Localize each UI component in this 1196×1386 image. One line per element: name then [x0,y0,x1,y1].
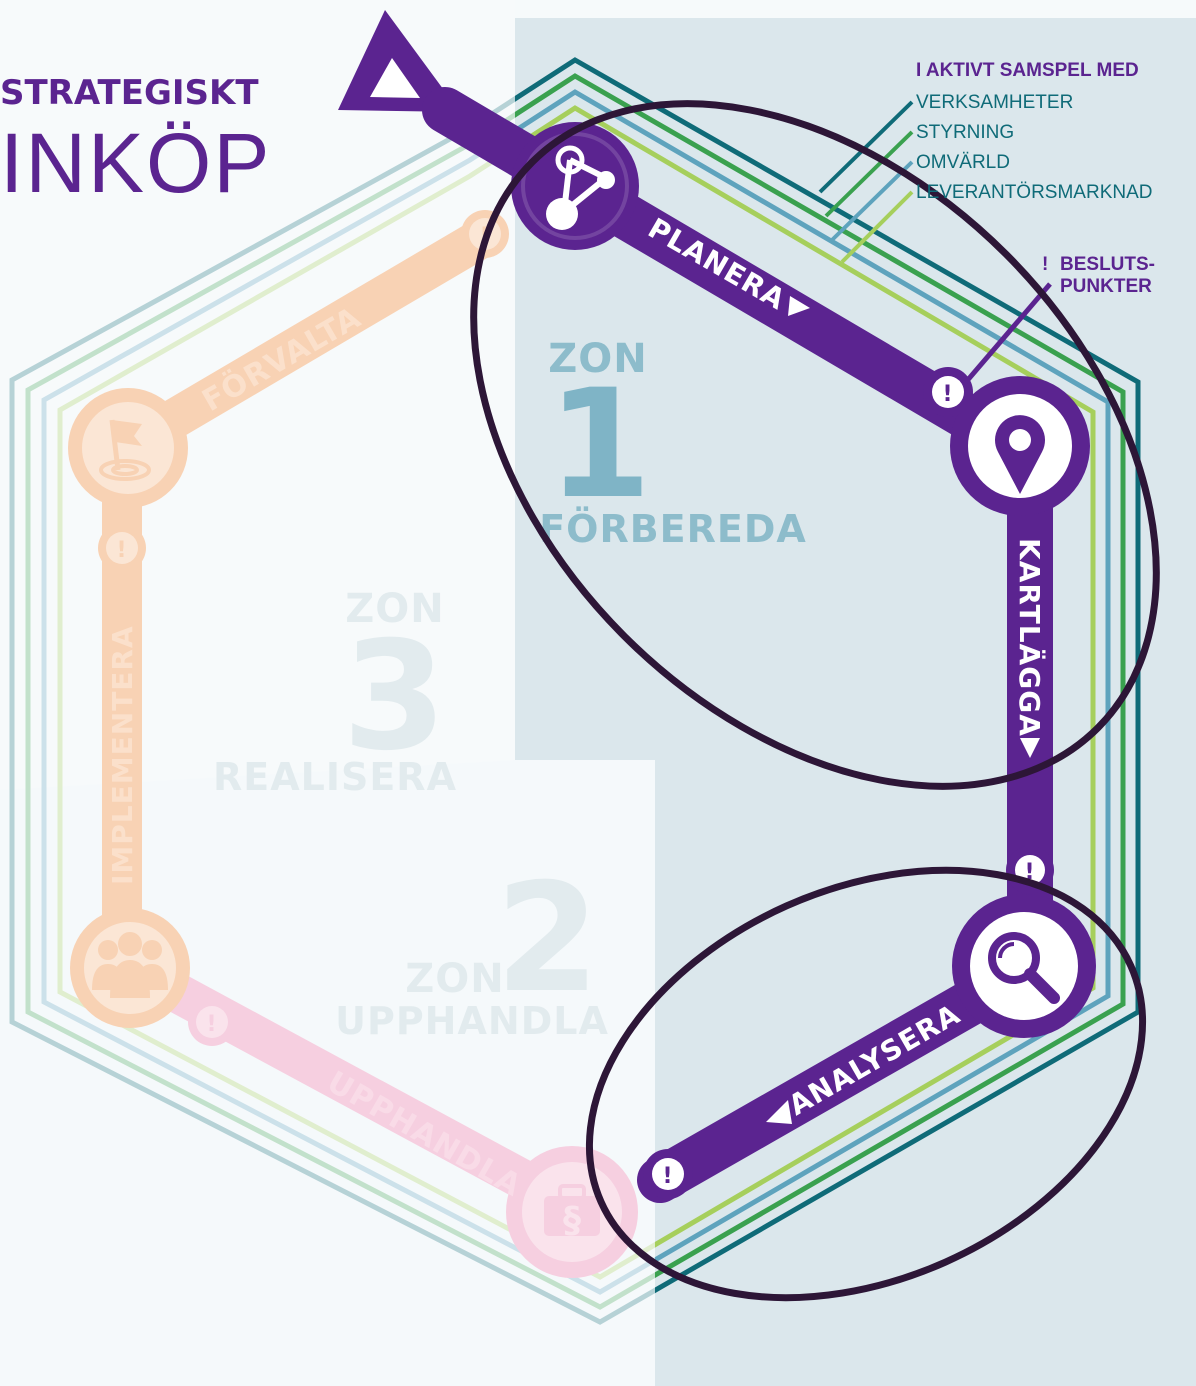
planera-node [511,122,639,250]
svg-text:!: ! [1024,860,1035,885]
lines-fade-overlay [0,0,655,1386]
flag-target-icon [99,419,151,481]
map-pin-icon [995,415,1045,494]
faded-nodes: § ! ! ! [68,210,638,1278]
magnifier-icon [988,932,1060,1004]
highlight-ellipse-analysera [585,866,1147,1302]
zone-2-number: 2 [495,852,600,1026]
zone-3-label: ZON [345,586,444,632]
highlight-ellipse-zone1 [470,100,1160,790]
svg-text:!: ! [662,1164,673,1189]
step-label-kartlagga: KARTLÄGGA [1013,538,1047,737]
people-icon [92,932,168,998]
legend-item-leverantorsmarknad: LEVERANTÖRSMARKNAD [916,182,1153,203]
legend-connectors [818,100,914,264]
zone-1-label: ZON [548,336,647,382]
step-label-implementera: IMPLEMENTERA [106,625,139,885]
step-arrow-icon [766,1100,792,1124]
step-arrow-icon [1020,738,1040,758]
legend-item-omvarld: OMVÄRLD [916,152,1010,173]
zone-3-name: REALISERA [213,755,457,799]
zone-1-name: FÖRBEREDA [539,507,807,551]
decision-point-legend-line1: BESLUTS- [1060,254,1155,275]
decision-point-legend-line2: PUNKTER [1060,276,1152,297]
title-line2: INKÖP [0,116,271,210]
decision-point: ! [923,367,973,417]
legend-item-verksamheter: VERKSAMHETER [916,92,1073,113]
svg-text:§: § [563,1200,581,1241]
zone-3-number: 3 [342,610,447,784]
decision-point-pointer [964,282,1052,384]
svg-text:!: ! [206,1012,217,1037]
legend-heading: I AKTIVT SAMSPEL MED [916,60,1139,81]
kartlagga-node [950,376,1090,516]
briefcase-paragraph-icon: § [544,1184,600,1241]
zone-2-label: ZON [405,956,504,1002]
analysera-node [952,894,1096,1038]
decision-point: ! [643,1149,693,1199]
svg-text:!: ! [942,382,953,407]
start-arrow-icon [338,10,460,112]
share-network-icon [546,145,615,230]
title-line1: STRATEGISKT [0,73,259,113]
step-arrow-icon [788,296,810,316]
decision-point-legend-mark: ! [1042,254,1048,275]
zone-1-number: 1 [547,358,652,532]
svg-text:!: ! [116,538,127,563]
legend-item-styrning: STYRNING [916,122,1014,143]
zone-2-name: UPPHANDLA [335,999,609,1043]
